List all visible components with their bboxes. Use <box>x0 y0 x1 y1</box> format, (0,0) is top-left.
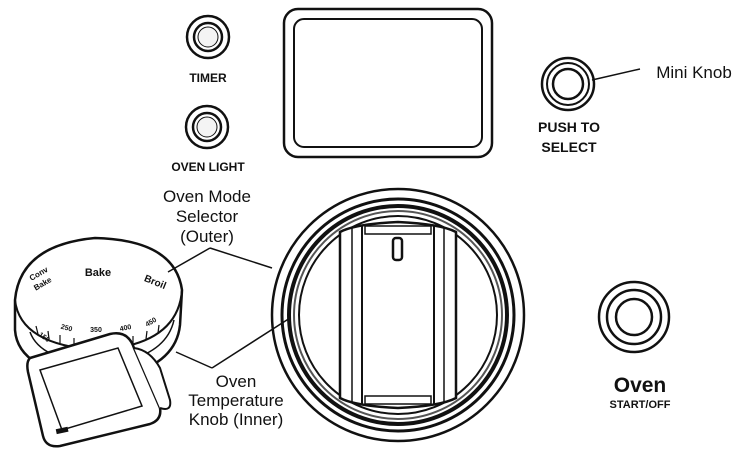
mini-knob-label: Mini Knob <box>656 63 732 82</box>
start-off-label: START/OFF <box>610 399 671 411</box>
oven-light-label: OVEN LIGHT <box>171 160 245 174</box>
timer-label: TIMER <box>189 71 227 85</box>
main-oven-knob[interactable] <box>270 187 526 443</box>
dial-bake-label: Bake <box>85 267 111 279</box>
mode-selector-label-line3: (Outer) <box>180 227 234 246</box>
push-to-select-label-line1: PUSH TO <box>538 119 600 135</box>
dial-closeup-handle <box>26 332 162 448</box>
mode-selector-label-line1: Oven Mode <box>163 187 251 206</box>
timer-button[interactable] <box>185 14 231 60</box>
oven-start-off-button[interactable] <box>597 280 671 354</box>
dial-tick-label: 400 <box>119 324 132 333</box>
temp-knob-label-line2: Temperature <box>188 391 283 410</box>
mini-knob[interactable] <box>540 56 596 112</box>
dial-tick-label: 450 <box>144 317 158 329</box>
main-knob-indicator <box>391 236 404 262</box>
oven-label: Oven <box>614 374 667 397</box>
leader-lines <box>167 247 291 369</box>
temp-knob-label-line3: Knob (Inner) <box>189 410 284 429</box>
oven-light-button[interactable] <box>184 104 230 150</box>
display-screen <box>282 7 494 159</box>
mode-selector-label-line2: Selector <box>176 207 239 226</box>
push-to-select-label-line2: SELECT <box>541 139 597 155</box>
dial-closeup: Conv Bake Bake Broil 150 250 350 400 450 <box>13 236 184 448</box>
temp-knob-label-line1: Oven <box>216 372 257 391</box>
main-knob-grip <box>338 220 458 410</box>
dial-tick-label: 250 <box>60 324 73 334</box>
mini-knob-leader-line <box>591 68 641 81</box>
dial-tick-label: 350 <box>90 327 102 334</box>
